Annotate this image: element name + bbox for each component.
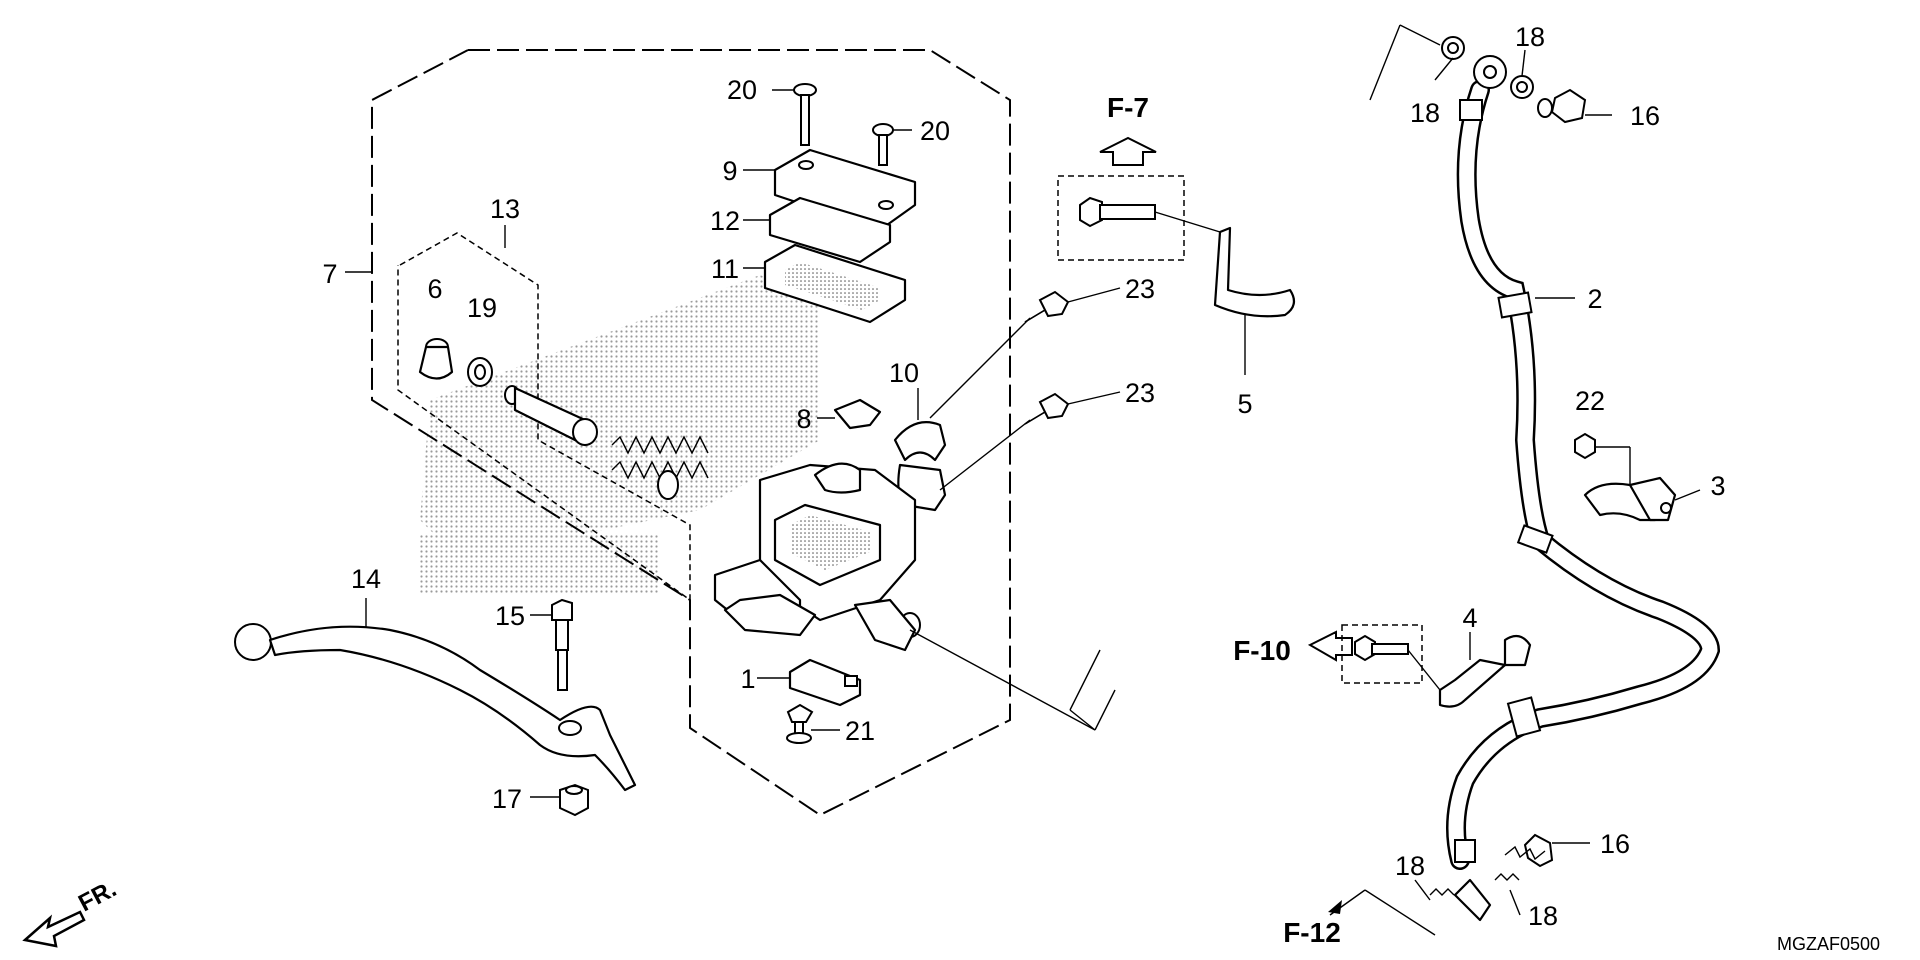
screw-21 [786, 703, 840, 744]
callout-16-lower: 16 [1600, 829, 1630, 859]
master-cylinder-body [713, 462, 1116, 731]
piston-collar [418, 338, 454, 380]
callout-1: 1 [740, 664, 755, 694]
callout-18-a: 18 [1515, 22, 1545, 52]
bolt-23-a [929, 287, 1121, 419]
callout-11: 11 [711, 254, 739, 284]
callout-18-c: 18 [1395, 851, 1425, 881]
callout-12: 12 [710, 206, 740, 236]
hose-banjo-upper [1369, 24, 1534, 101]
callout-3: 3 [1710, 471, 1725, 501]
callout-7: 7 [322, 259, 337, 289]
brake-hose [1446, 80, 1721, 870]
diaphragm [743, 243, 907, 324]
piston-kit-outline [397, 232, 691, 602]
screw-20-a [772, 83, 817, 146]
hose-clamp-3 [1574, 432, 1701, 522]
callout-18-d: 18 [1528, 901, 1558, 931]
callout-23-a: 23 [1125, 274, 1155, 304]
hose-banjo-lower [1328, 833, 1590, 936]
diaphragm-plate [743, 196, 892, 264]
f7-reference [1057, 136, 1296, 375]
piston [504, 385, 598, 447]
callout-4: 4 [1462, 603, 1477, 633]
lever-pivot-nut [530, 783, 589, 817]
brake-lever [234, 598, 637, 792]
reservoir-cap [743, 148, 917, 232]
callout-14: 14 [351, 564, 381, 594]
reference-f12: F-12 [1283, 917, 1341, 948]
callout-20-b: 20 [920, 116, 950, 146]
brake-switch [757, 658, 862, 707]
front-direction-arrow [22, 910, 86, 948]
callout-6: 6 [427, 274, 442, 304]
callout-9: 9 [722, 156, 737, 186]
front-direction-label: FR. [74, 875, 121, 917]
callout-5: 5 [1237, 389, 1252, 419]
callout-19: 19 [467, 293, 497, 323]
callout-15: 15 [495, 601, 525, 631]
bolt-23-b [939, 391, 1121, 491]
banjo-bolt-16-upper [1537, 88, 1612, 124]
callout-17: 17 [492, 784, 522, 814]
callout-10: 10 [889, 358, 919, 388]
callout-16-upper: 16 [1630, 101, 1660, 131]
callout-23-b: 23 [1125, 378, 1155, 408]
piston-spring [611, 435, 709, 500]
callout-8: 8 [796, 404, 811, 434]
reference-f7: F-7 [1107, 92, 1149, 123]
callout-2: 2 [1587, 284, 1602, 314]
diagram-code: MGZAF0500 [1777, 934, 1880, 954]
f10-reference [1307, 624, 1532, 708]
boot-clip [817, 398, 882, 430]
washer-19 [467, 357, 493, 387]
reference-f10: F-10 [1233, 635, 1291, 666]
callout-18-b: 18 [1410, 98, 1440, 128]
callout-22: 22 [1575, 386, 1605, 416]
screw-20-b [872, 123, 912, 166]
callout-21: 21 [845, 716, 875, 746]
callout-13: 13 [490, 194, 520, 224]
master-cylinder-assembly-outline [371, 49, 1011, 817]
callout-20-a: 20 [727, 75, 757, 105]
watermark [420, 275, 820, 595]
lever-pivot-bolt [530, 598, 573, 691]
